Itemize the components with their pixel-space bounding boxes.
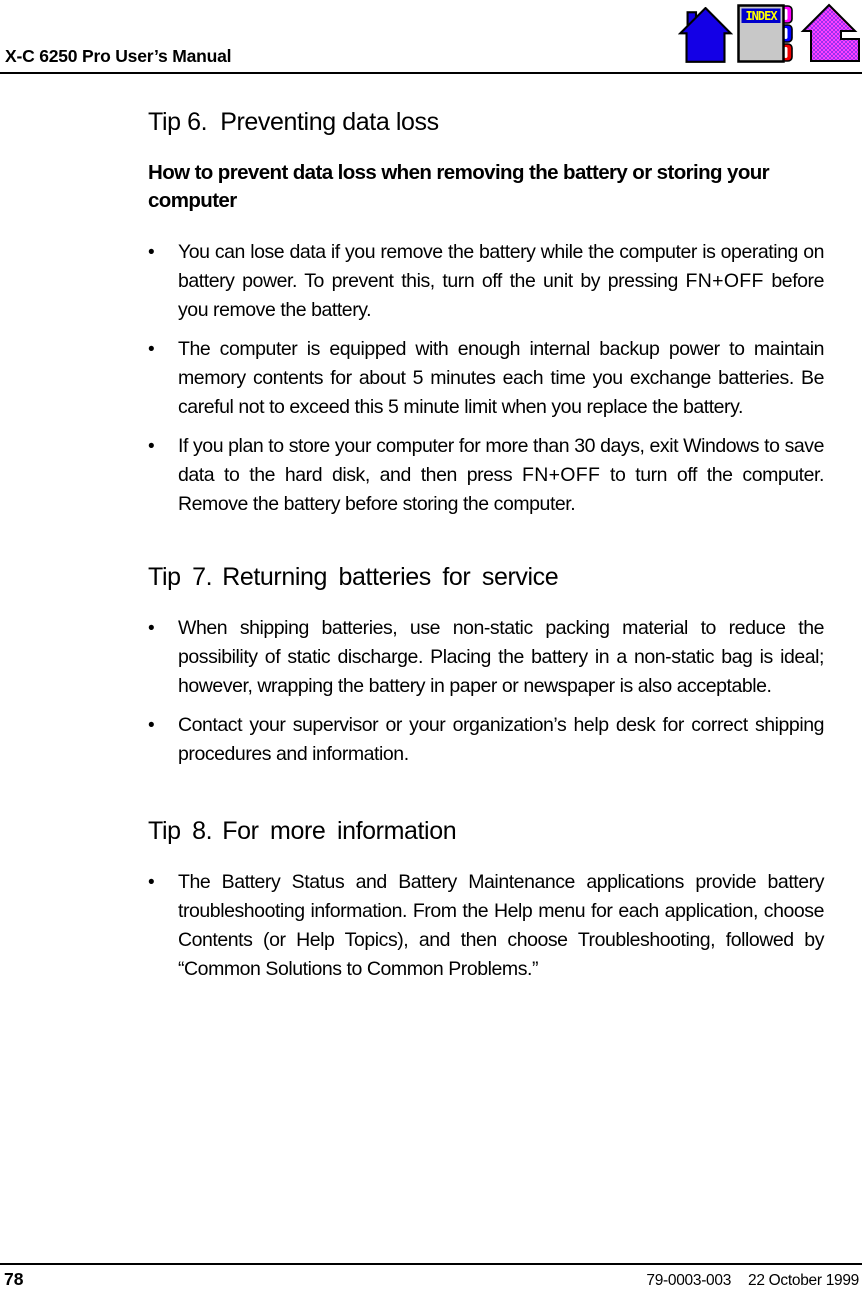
tip-7-bullet-list: • When shipping batteries, use non-stati… (148, 614, 824, 769)
bullet-text: Contact your supervisor or your organiza… (178, 714, 824, 765)
list-item: • You can lose data if you remove the ba… (148, 238, 824, 325)
bullet-marker: • (148, 715, 155, 736)
page-number: 78 (4, 1269, 24, 1289)
tip-7-heading: Tip 7. Returning batteries for service (148, 563, 824, 592)
tip-6-title: Preventing data loss (220, 108, 439, 136)
tip-6-number: Tip 6. (148, 108, 208, 136)
bullet-text: The Battery Status and Battery Maintenan… (178, 871, 824, 980)
home-nav-button[interactable] (677, 6, 734, 65)
tip-8-heading: Tip 8. For more information (148, 817, 824, 846)
manual-title: X-C 6250 Pro User’s Manual (5, 46, 232, 66)
key-combo-fn-off: FN+OFF (685, 270, 764, 292)
list-item: • If you plan to store your computer for… (148, 432, 824, 519)
key-combo-fn-off: FN+OFF (522, 464, 601, 486)
tip-6-subtitle: How to prevent data loss when removing t… (148, 161, 770, 212)
bullet-text: When shipping batteries, use non-static … (178, 617, 824, 697)
bullet-text: If you plan to store your computer for m… (178, 435, 824, 515)
bullet-text: The computer is equipped with enough int… (178, 338, 824, 418)
list-item: • Contact your supervisor or your organi… (148, 711, 824, 769)
index-icon: INDEX (737, 4, 793, 63)
list-item: • The Battery Status and Battery Mainten… (148, 868, 824, 984)
index-nav-button[interactable]: INDEX (737, 4, 793, 64)
bullet-marker: • (148, 339, 155, 360)
tip-7-number: Tip 7. (148, 563, 213, 591)
bullet-text: You can lose data if you remove the batt… (178, 241, 825, 321)
section-tip-7: Tip 7. Returning batteries for service • … (148, 563, 824, 769)
bullet-marker: • (148, 618, 155, 639)
list-item: • The computer is equipped with enough i… (148, 335, 824, 422)
bullet-marker: • (148, 872, 155, 893)
doc-date: 22 October 1999 (748, 1272, 859, 1289)
tip-6-heading: Tip 6. Preventing data loss (148, 108, 824, 137)
nav-icon-bar: INDEX (677, 2, 861, 65)
tip-8-number: Tip 8. (148, 817, 213, 845)
section-tip-6: Tip 6. Preventing data loss How to preven… (148, 108, 824, 519)
tip-6-bullet-list: • You can lose data if you remove the ba… (148, 238, 824, 519)
index-icon-label: INDEX (745, 9, 778, 23)
footer-doc-info: 79-0003-003 22 October 1999 (646, 1272, 859, 1290)
tip-8-bullet-list: • The Battery Status and Battery Mainten… (148, 868, 824, 984)
back-to-top-nav-button[interactable] (797, 3, 861, 63)
footer-divider (0, 1263, 862, 1265)
doc-number: 79-0003-003 (646, 1272, 732, 1289)
section-tip-8: Tip 8. For more information • The Battery… (148, 817, 824, 984)
up-arrow-icon (800, 3, 860, 62)
header-divider (0, 72, 862, 74)
bullet-marker: • (148, 436, 155, 457)
tip-7-title: Returning batteries for service (222, 563, 559, 591)
bullet-marker: • (148, 242, 155, 263)
tip-8-title: For more information (222, 817, 457, 845)
list-item: • When shipping batteries, use non-stati… (148, 614, 824, 701)
page-content: Tip 6. Preventing data loss How to preven… (148, 108, 824, 994)
home-icon (677, 6, 734, 63)
